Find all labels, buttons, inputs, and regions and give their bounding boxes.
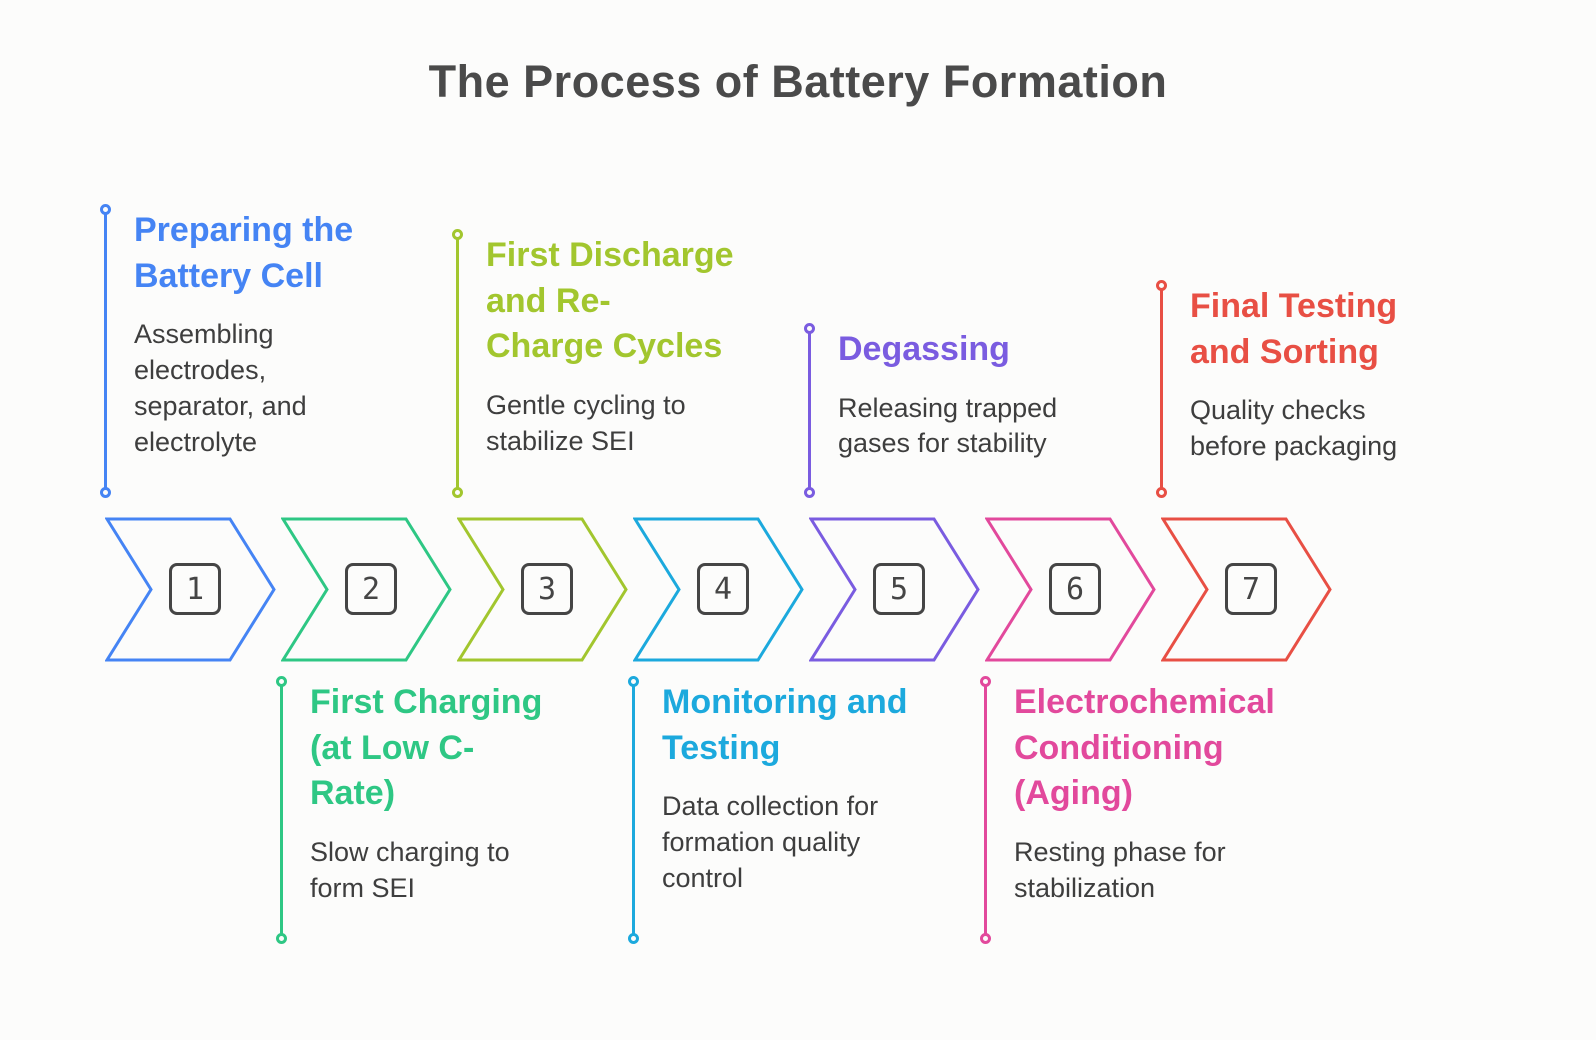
connector-line bbox=[100, 204, 111, 498]
step-label-3: First Discharge and Re- Charge Cycles Ge… bbox=[452, 229, 816, 498]
step-heading: Degassing bbox=[838, 330, 1010, 368]
step-heading: Monitoring and Testing bbox=[662, 683, 908, 767]
step-label-7: Final Testing and Sorting Quality checks… bbox=[1156, 280, 1520, 498]
chevron-arrow-icon bbox=[809, 517, 980, 662]
step-chevron-3: 3 bbox=[457, 517, 629, 662]
step-label-1: Preparing the Battery Cell Assembling el… bbox=[100, 204, 464, 498]
chevron-arrow-icon bbox=[985, 517, 1156, 662]
step-chevron-4: 4 bbox=[633, 517, 805, 662]
connector-line bbox=[980, 676, 991, 944]
step-description: Assembling electrodes, separator, and el… bbox=[134, 319, 307, 457]
step-label-5: Degassing Releasing trapped gases for st… bbox=[804, 323, 1168, 498]
step-description: Resting phase for stabilization bbox=[1014, 836, 1226, 903]
step-label-2: First Charging (at Low C- Rate) Slow cha… bbox=[276, 676, 640, 944]
step-chevron-6: 6 bbox=[985, 517, 1157, 662]
step-heading: First Charging (at Low C- Rate) bbox=[310, 683, 543, 813]
step-heading: First Discharge and Re- Charge Cycles bbox=[486, 236, 734, 366]
step-description: Slow charging to form SEI bbox=[310, 836, 510, 903]
step-number-5: 5 bbox=[873, 563, 925, 615]
chevron-arrow-icon bbox=[1161, 517, 1332, 662]
step-chevron-1: 1 bbox=[105, 517, 277, 662]
step-number-6: 6 bbox=[1049, 563, 1101, 615]
step-description: Data collection for formation quality co… bbox=[662, 791, 879, 893]
step-description: Gentle cycling to stabilize SEI bbox=[486, 389, 686, 456]
chevron-arrow-icon bbox=[457, 517, 628, 662]
step-chevron-5: 5 bbox=[809, 517, 981, 662]
connector-line bbox=[1156, 280, 1167, 498]
step-description: Releasing trapped gases for stability bbox=[838, 392, 1058, 459]
step-number-4: 4 bbox=[697, 563, 749, 615]
page-title: The Process of Battery Formation bbox=[428, 56, 1168, 107]
step-label-4: Monitoring and Testing Data collection f… bbox=[628, 676, 992, 944]
step-number-7: 7 bbox=[1225, 563, 1277, 615]
step-heading: Preparing the Battery Cell bbox=[134, 211, 354, 295]
step-number-2: 2 bbox=[345, 563, 397, 615]
connector-line bbox=[276, 676, 287, 944]
step-description: Quality checks before packaging bbox=[1190, 395, 1398, 461]
connector-line bbox=[804, 323, 815, 498]
connector-line bbox=[628, 676, 639, 944]
connector-line bbox=[452, 229, 463, 498]
chevron-arrow-icon bbox=[105, 517, 276, 662]
chevron-arrow-icon bbox=[281, 517, 452, 662]
step-number-1: 1 bbox=[169, 563, 221, 615]
step-chevron-2: 2 bbox=[281, 517, 453, 662]
step-chevron-7: 7 bbox=[1161, 517, 1333, 662]
step-label-6: Electrochemical Conditioning (Aging) Res… bbox=[980, 676, 1344, 944]
chevron-arrow-icon bbox=[633, 517, 804, 662]
step-heading: Final Testing and Sorting bbox=[1190, 287, 1398, 371]
step-number-3: 3 bbox=[521, 563, 573, 615]
step-heading: Electrochemical Conditioning (Aging) bbox=[1014, 683, 1275, 813]
